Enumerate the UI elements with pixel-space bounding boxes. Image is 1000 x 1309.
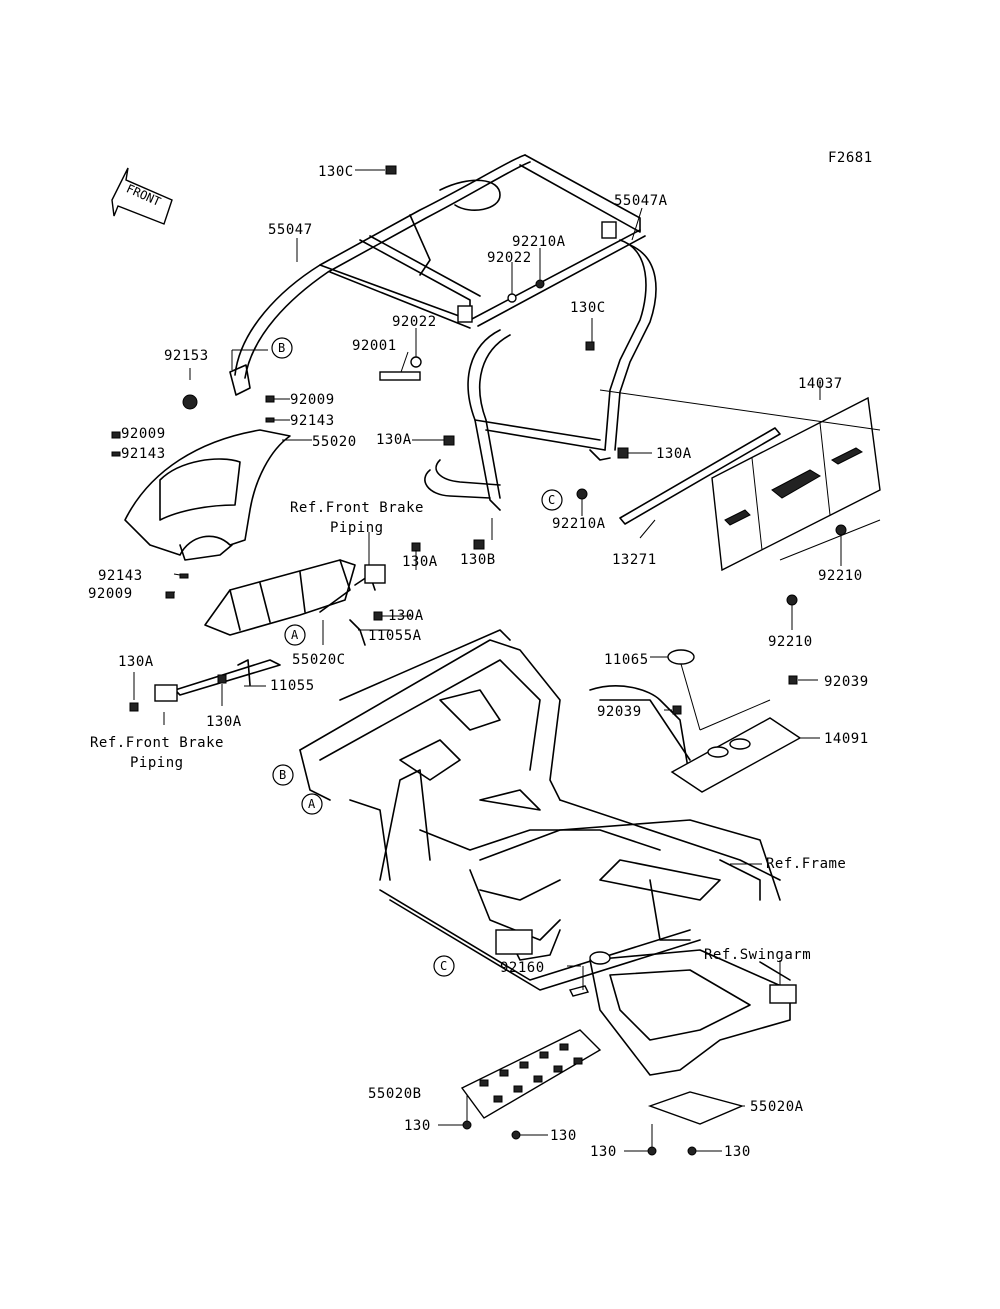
- ref-brake-piping-top-line2: Piping: [330, 520, 384, 536]
- front-cowl: [124, 429, 291, 561]
- bottom-hardware: [438, 960, 781, 1156]
- tray-14091: [667, 649, 802, 793]
- label-11055: 11055: [270, 678, 315, 694]
- front-arrow-icon: FRONT: [111, 167, 173, 225]
- label-130-b: 130: [550, 1128, 577, 1144]
- upper-hardware: [182, 165, 629, 550]
- label-11065: 11065: [604, 652, 649, 668]
- label-92210A-mid: 92210A: [552, 516, 606, 532]
- figure-id: F2681: [828, 150, 873, 166]
- label-55020C: 55020C: [292, 652, 346, 668]
- label-14091: 14091: [824, 731, 869, 747]
- callout-b-bottom: [272, 764, 294, 786]
- swingarm: [589, 949, 797, 1076]
- label-92160: 92160: [500, 960, 545, 976]
- label-92039-b: 92039: [597, 704, 642, 720]
- label-92210-b: 92210: [768, 634, 813, 650]
- callout-c-bottom: [433, 955, 455, 977]
- label-130-c: 130: [590, 1144, 617, 1160]
- label-130-d: 130: [724, 1144, 751, 1160]
- ref-frame: Ref.Frame: [766, 856, 846, 872]
- svg-text:B: B: [278, 341, 285, 355]
- svg-text:A: A: [291, 628, 299, 642]
- ref-brake-piping-top-line1: Ref.Front Brake: [290, 500, 424, 516]
- label-14037: 14037: [798, 376, 843, 392]
- upper-leaders: [189, 169, 652, 540]
- label-130C-top: 130C: [318, 164, 354, 180]
- rear-rack-frame: [229, 154, 657, 511]
- callout-c-top: [541, 489, 563, 511]
- label-92210-a: 92210: [818, 568, 863, 584]
- label-55020A: 55020A: [750, 1099, 804, 1115]
- skid-plate-55020a: [647, 1091, 745, 1125]
- ref-swingarm: Ref.Swingarm: [704, 947, 811, 963]
- callout-markers: B C A B A C: [271, 337, 563, 977]
- label-92009-b: 92009: [121, 426, 166, 442]
- label-11055A: 11055A: [368, 628, 422, 644]
- svg-text:C: C: [548, 493, 555, 507]
- ref-brake-piping-bottom-line2: Piping: [130, 755, 184, 771]
- mesh-panel: [599, 380, 881, 572]
- front-bracket: [154, 559, 386, 702]
- label-92009-a: 92009: [290, 392, 335, 408]
- misc-leaders: [133, 398, 820, 967]
- label-92022-a: 92022: [487, 250, 532, 266]
- main-frame: [299, 629, 781, 991]
- label-55020B: 55020B: [368, 1086, 422, 1102]
- callout-a-bottom: [301, 793, 323, 815]
- label-130A-d: 130A: [388, 608, 424, 624]
- label-130-a: 130: [404, 1118, 431, 1134]
- label-92143-a: 92143: [290, 413, 335, 429]
- svg-text:A: A: [308, 797, 316, 811]
- label-13271: 13271: [612, 552, 657, 568]
- callout-b-top: [271, 337, 293, 359]
- label-130C-mid: 130C: [570, 300, 606, 316]
- nut-92210: [786, 524, 847, 630]
- label-92153: 92153: [164, 348, 209, 364]
- label-92009-c: 92009: [88, 586, 133, 602]
- svg-text:C: C: [440, 959, 447, 973]
- label-130A-c: 130A: [402, 554, 438, 570]
- callout-a-top: [284, 624, 306, 646]
- ref-brake-piping-bottom-line1: Ref.Front Brake: [90, 735, 224, 751]
- svg-text:B: B: [279, 768, 286, 782]
- label-92001: 92001: [352, 338, 397, 354]
- reference-labels: Ref.Front Brake Piping Ref.Front Brake P…: [90, 500, 846, 963]
- label-55020: 55020: [312, 434, 357, 450]
- label-130A-a: 130A: [376, 432, 412, 448]
- label-92039-a: 92039: [824, 674, 869, 690]
- label-130A-f: 130A: [206, 714, 242, 730]
- label-55047A: 55047A: [614, 193, 668, 209]
- label-130B: 130B: [460, 552, 496, 568]
- part-labels: 130C 55047 55047A 92210A 92022 92022 130…: [88, 164, 869, 1160]
- label-92143-b: 92143: [121, 446, 166, 462]
- label-130A-e: 130A: [118, 654, 154, 670]
- label-130A-b: 130A: [656, 446, 692, 462]
- rod-13271: [619, 427, 781, 539]
- label-92022-b: 92022: [392, 314, 437, 330]
- label-92143-c: 92143: [98, 568, 143, 584]
- skid-plate-55020b: [460, 985, 602, 1119]
- label-55047: 55047: [268, 222, 313, 238]
- label-92210A-top: 92210A: [512, 234, 566, 250]
